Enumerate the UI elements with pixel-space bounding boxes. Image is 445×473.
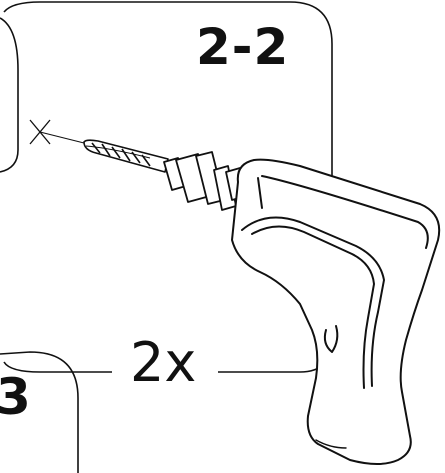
previous-panel-edge [0, 17, 19, 173]
step-number-label: 2-2 [196, 18, 290, 76]
step-panel-frame-bottom-left [3, 361, 112, 373]
next-step-number-label: 3 [0, 368, 31, 426]
drill-body [231, 158, 441, 465]
next-step-panel-frame [0, 351, 79, 473]
quantity-label: 2x [124, 336, 203, 390]
drill-axis-line [39, 131, 89, 145]
drill-chuck [163, 151, 247, 211]
drill-bit [83, 139, 169, 173]
